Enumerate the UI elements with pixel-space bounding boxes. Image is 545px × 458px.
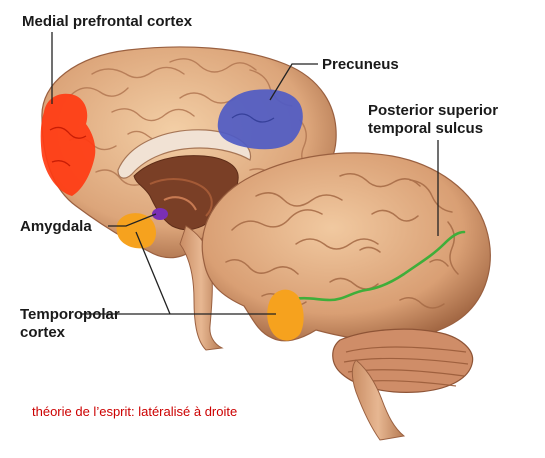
label-temporopolar-line2: cortex	[20, 324, 66, 341]
label-posterior-superior-line2: temporal sulcus	[368, 120, 484, 137]
medial-prefrontal-region	[40, 93, 96, 196]
label-amygdala: Amygdala	[20, 218, 92, 235]
precuneus-gyri	[231, 113, 275, 123]
lateral-gyri	[225, 173, 459, 309]
temporopolar-lateral-region	[267, 289, 304, 341]
thalamus-highlight	[163, 196, 197, 211]
prefrontal-gyri	[49, 126, 87, 167]
sulcus-line	[288, 230, 466, 302]
label-posterior-superior-line1: Posterior superior	[368, 102, 499, 119]
label-precuneus: Precuneus	[322, 56, 399, 73]
leader-lines	[51, 32, 439, 315]
temporopolar-medial-region	[116, 213, 156, 249]
precuneus-region	[217, 89, 303, 150]
corpus-callosum	[117, 129, 252, 179]
thalamus-shading	[149, 178, 213, 217]
amygdala-region	[152, 208, 168, 220]
leader-precuneus	[269, 63, 318, 101]
leader-temporopolar-medial	[135, 231, 171, 315]
label-medial-prefrontal: Medial prefrontal cortex	[22, 13, 193, 30]
label-temporopolar-line1: Temporopolar	[20, 306, 120, 323]
leader-amygdala	[108, 213, 157, 227]
lateral-brainstem	[351, 359, 406, 441]
caption: théorie de l’esprit: latéralisé à droite	[32, 404, 238, 419]
